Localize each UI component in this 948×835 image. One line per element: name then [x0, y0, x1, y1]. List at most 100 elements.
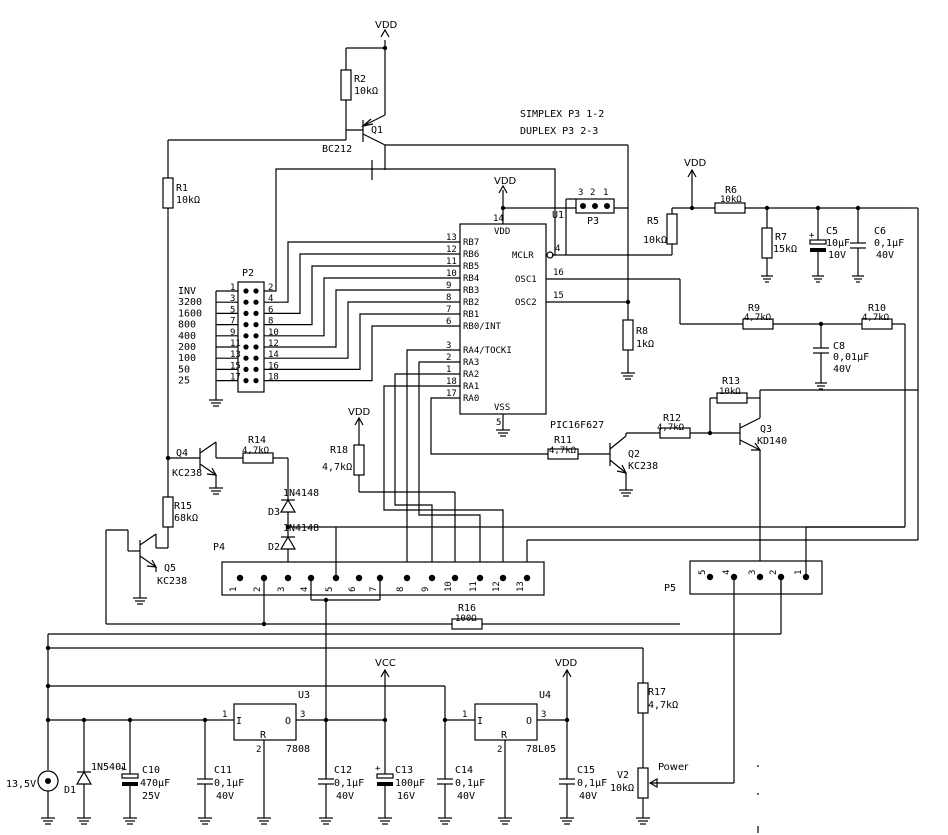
p5-pin-3: 3 [748, 570, 758, 575]
u4-part: 78L05 [526, 744, 556, 755]
c11-v: 40V [216, 791, 234, 802]
q2-transistor [609, 435, 628, 474]
u1-pin-name-1: RB6 [463, 250, 479, 260]
u1-vdd-num: 14 [493, 214, 504, 224]
svg-text:+: + [375, 764, 381, 774]
p4-pin-11: 11 [469, 581, 479, 592]
u1-pin-num-2: 11 [446, 257, 457, 267]
r5-ref: R5 [647, 216, 659, 227]
c10-v: 25V [142, 791, 160, 802]
u3-part: 7808 [286, 744, 310, 755]
p5-pin-5: 5 [698, 570, 708, 575]
d1-part: 1N5401 [91, 762, 127, 773]
u1-pin-num-3: 10 [446, 269, 457, 279]
r9-val: 4,7kΩ [744, 313, 772, 323]
r18-ref: R18 [330, 445, 348, 456]
p2-right-pin-3: 8 [268, 317, 273, 327]
r8-ref: R8 [636, 326, 648, 337]
q4-part: KC238 [172, 468, 202, 479]
v2-ref: V2 [617, 770, 629, 781]
p2-right-pin-5: 12 [268, 339, 279, 349]
p2-right-pin-4: 10 [268, 328, 279, 338]
u1-pin-num-5: 8 [446, 293, 451, 303]
q3-ref: Q3 [760, 424, 772, 435]
r18-val: 4,7kΩ [322, 462, 352, 473]
p2-left-pin-7: 15 [230, 361, 241, 371]
c8-ref: C8 [833, 341, 845, 352]
p5-ref: P5 [664, 583, 676, 594]
c14-v: 40V [457, 791, 475, 802]
q5-transistor [139, 533, 158, 568]
r6-val: 10kΩ [720, 195, 742, 205]
u4-o: O [526, 716, 532, 727]
p4-pin-7: 7 [369, 587, 379, 592]
r18-resistor [353, 444, 365, 476]
u1-mclr-name: MCLR [512, 251, 534, 261]
p2-label-6: 100 [178, 353, 196, 364]
q5-part: KC238 [157, 576, 187, 587]
u1-vss-num: 5 [496, 418, 501, 428]
u4-r: R [501, 730, 508, 741]
p2-label-4: 400 [178, 331, 196, 342]
u1-pin-name-5: RB2 [463, 298, 479, 308]
p3-pin1: 1 [603, 188, 608, 198]
v2-potentiometer[interactable] [637, 767, 649, 799]
q4-ref: Q4 [176, 448, 188, 459]
p2-left-pin-0: 1 [230, 283, 235, 293]
p4-pin-5: 5 [325, 587, 335, 592]
r10-ref: R10 [868, 303, 886, 314]
r11-val: 4,7kΩ [549, 446, 577, 456]
p4-pin-1: 1 [229, 587, 239, 592]
power-label: Power [658, 762, 689, 773]
vcc-label: VCC [375, 658, 396, 669]
r7-ref: R7 [775, 232, 787, 243]
p5-pin-2: 2 [769, 570, 779, 575]
u1-osc2-name: OSC2 [515, 298, 537, 308]
p2-left-pin-5: 11 [230, 339, 241, 349]
c8-v: 40V [833, 364, 851, 375]
u4-regulator: U4 I O R 78L05 1 3 2 [462, 690, 556, 755]
c10-val: 470µF [140, 778, 170, 789]
q1-vdd-label: VDD [375, 20, 398, 31]
c11-ref: C11 [214, 765, 232, 776]
r5-resistor [666, 213, 678, 245]
p4-pin-4: 4 [300, 587, 310, 592]
r9-ref: R9 [748, 303, 760, 314]
r14-val: 4,7kΩ [242, 446, 270, 456]
c5-ref: C5 [826, 226, 838, 237]
p2-right-pin-1: 4 [268, 294, 273, 304]
c15-val: 0,1µF [577, 778, 607, 789]
u3-r: R [260, 730, 267, 741]
c12-v: 40V [336, 791, 354, 802]
d3-part: 1N4148 [283, 488, 319, 499]
r17-resistor [637, 682, 649, 714]
r17-ref: R17 [648, 687, 666, 698]
u3-i: I [236, 716, 242, 727]
r8-resistor [622, 319, 634, 351]
r6-ref: R6 [725, 185, 737, 196]
q1-transistor [360, 114, 386, 146]
p2-right-pin-6: 14 [268, 350, 279, 360]
r8-val: 1kΩ [636, 339, 654, 350]
r11-ref: R11 [554, 435, 572, 446]
u1-pin-num-12: 17 [446, 389, 457, 399]
r7-val: 15kΩ [773, 244, 797, 255]
p2-label-5: 200 [178, 342, 196, 353]
p3-jumper: 3 2 1 P3 [575, 188, 615, 227]
u4-p3: 3 [541, 710, 546, 720]
u1-pin-name-4: RB3 [463, 286, 479, 296]
u1-pin-name-9: RA3 [463, 358, 479, 368]
u3-regulator: U3 I O R 7808 1 3 2 [222, 690, 310, 755]
p4-pin-12: 12 [492, 581, 502, 592]
u1-pin-num-0: 13 [446, 233, 457, 243]
p2-label-0: INV [178, 286, 196, 297]
p2-label-8: 25 [178, 376, 190, 387]
r15-resistor [162, 496, 174, 528]
u1-pin-name-7: RB0/INT [463, 322, 502, 332]
r13-ref: R13 [722, 376, 740, 387]
